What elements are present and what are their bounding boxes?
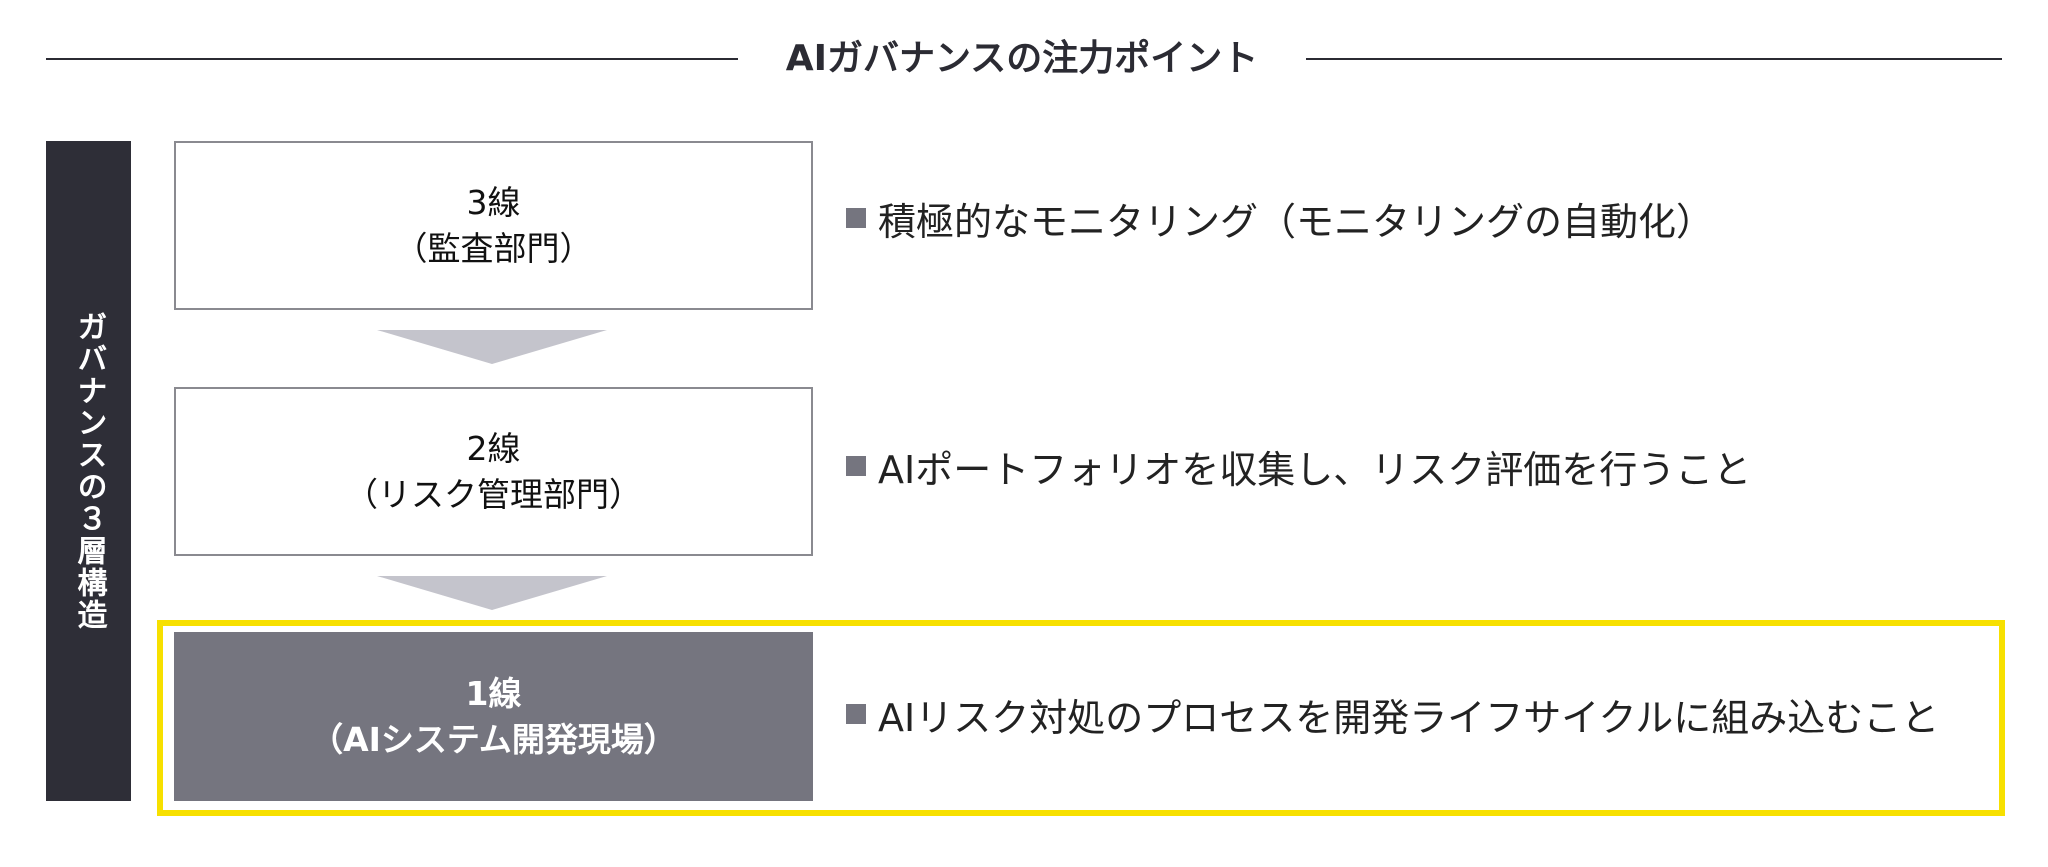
line-1-point: AIリスク対処のプロセスを開発ライフサイクルに組み込むこと — [846, 689, 1940, 740]
line-2-box: 2線 （リスク管理部門） — [174, 387, 813, 556]
square-bullet-icon — [846, 208, 866, 228]
line-3-box: 3線 （監査部門） — [174, 141, 813, 310]
down-arrow-icon — [377, 576, 607, 610]
line-2-point-text: AIポートフォリオを収集し、リスク評価を行うこと — [878, 447, 1752, 492]
line-3-point: 積極的なモニタリング（モニタリングの自動化） — [846, 193, 1715, 244]
sidebar-label-bar: ガバナンスの３層構造 — [46, 141, 131, 801]
line-1-box: 1線 （AIシステム開発現場） — [174, 632, 813, 801]
sidebar-label: ガバナンスの３層構造 — [71, 311, 107, 631]
title-rule-right — [1306, 58, 2002, 60]
line-1-point-text: AIリスク対処のプロセスを開発ライフサイクルに組み込むこと — [878, 695, 1940, 740]
line-2-point: AIポートフォリオを収集し、リスク評価を行うこと — [846, 441, 1752, 492]
square-bullet-icon — [846, 456, 866, 476]
line-1-label: 1線 — [465, 673, 522, 713]
title-rule-left — [46, 58, 738, 60]
line-3-dept: （監査部門） — [394, 228, 593, 268]
down-arrow-icon — [377, 330, 607, 364]
line-3-label: 3線 — [466, 182, 521, 222]
page-title: AIガバナンスの注力ポイント — [785, 38, 1259, 79]
focus-highlight-frame — [157, 620, 2005, 816]
line-2-label: 2線 — [466, 428, 521, 468]
square-bullet-icon — [846, 704, 866, 724]
line-2-dept: （リスク管理部門） — [345, 474, 642, 514]
line-1-dept: （AIシステム開発現場） — [310, 719, 677, 759]
line-3-point-text: 積極的なモニタリング（モニタリングの自動化） — [878, 199, 1715, 244]
